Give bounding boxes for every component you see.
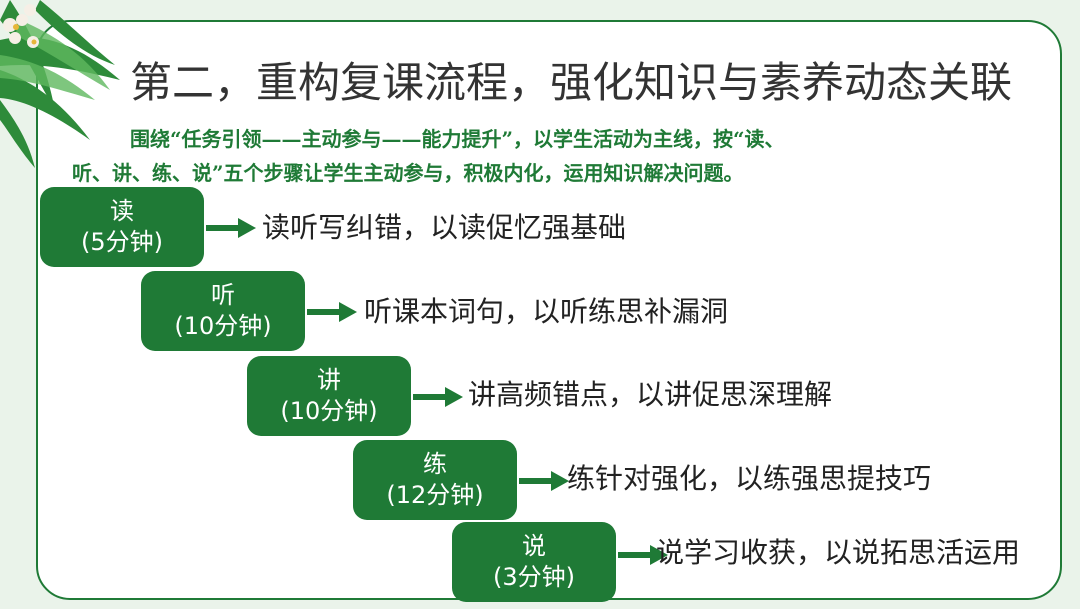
step-duration: (3分钟) [493,563,575,591]
step-box-practice: 练 (12分钟) [353,440,517,520]
right-arrow-icon [307,302,357,322]
right-arrow-icon [413,387,463,407]
step-label: 讲 [317,366,341,394]
step-box-speak: 讲 (10分钟) [247,356,411,436]
intro-line-2: 听、讲、练、说”五个步骤让学生主动参与，积极内化，运用知识解决问题。 [72,161,744,185]
step-description-practice: 练针对强化，以练强思提技巧 [567,462,932,495]
step-box-listen: 听 (10分钟) [141,271,305,351]
flower-icon [3,4,39,48]
step-duration: (12分钟) [386,481,484,509]
slide-title: 第二，重构复课流程，强化知识与素养动态关联 [130,58,1013,107]
step-duration: (10分钟) [174,312,272,340]
step-box-read: 读 (5分钟) [40,187,204,267]
step-description-say: 说学习收获，以说拓思活运用 [656,536,1021,569]
step-description-read: 读听写纠错，以读促忆强基础 [262,211,627,244]
step-duration: (10分钟) [280,397,378,425]
right-arrow-icon [206,218,256,238]
right-arrow-icon [618,545,668,565]
step-box-say: 说 (3分钟) [452,522,616,602]
palm-leaf-decoration-icon [0,0,120,168]
step-label: 听 [211,281,235,309]
step-description-speak: 讲高频错点，以讲促思深理解 [468,378,833,411]
step-duration: (5分钟) [81,228,163,256]
step-label: 说 [522,532,546,560]
right-arrow-icon [519,471,569,491]
intro-line-1: 围绕“任务引领——主动参与——能力提升”，以学生活动为主线，按“读、 [130,127,785,151]
step-label: 练 [423,450,447,478]
intro-paragraph: 围绕“任务引领——主动参与——能力提升”，以学生活动为主线，按“读、 听、讲、练… [72,122,1052,190]
step-description-listen: 听课本词句，以听练思补漏洞 [364,295,729,328]
step-label: 读 [110,197,134,225]
